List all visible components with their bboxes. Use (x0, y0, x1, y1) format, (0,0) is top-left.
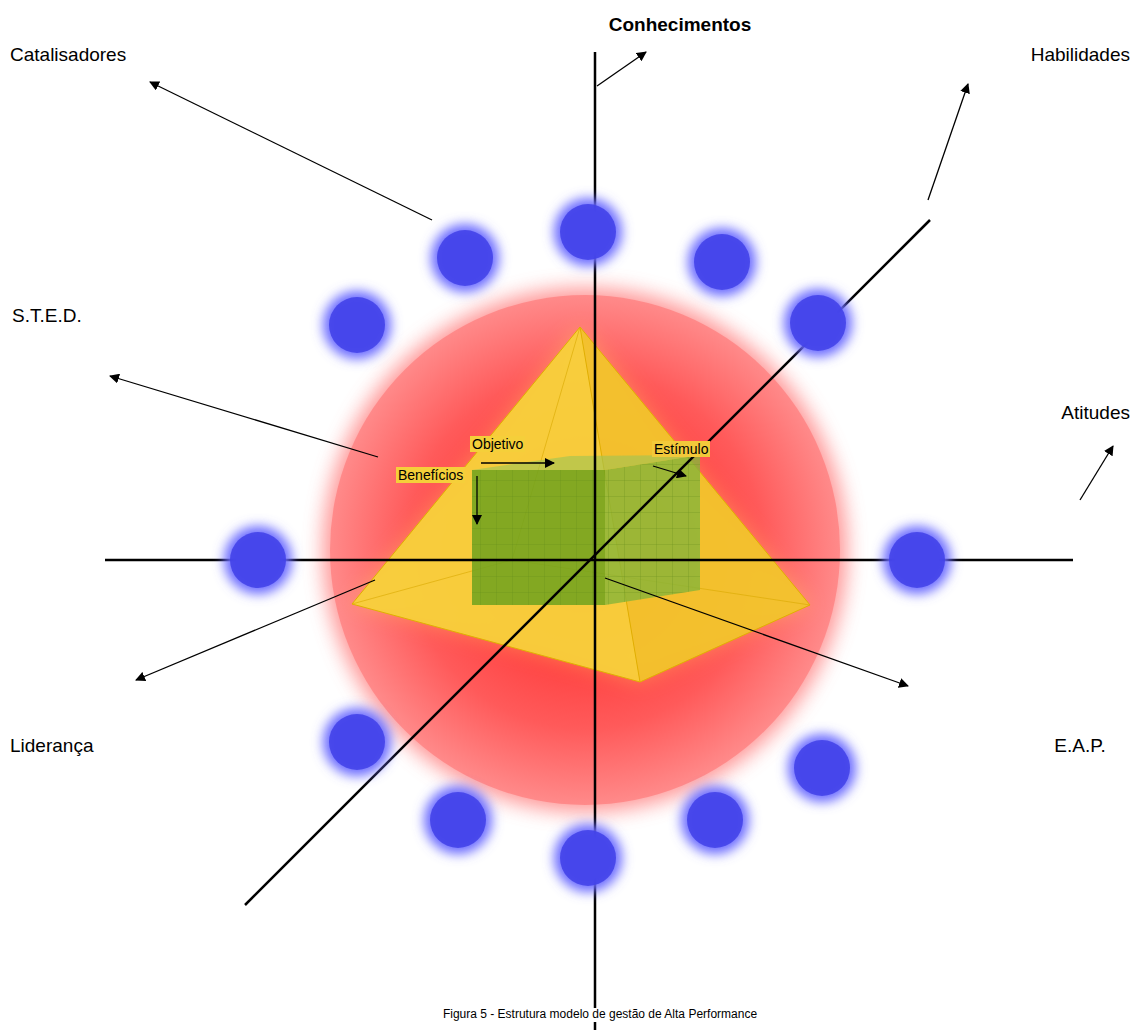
dot-glow (688, 228, 756, 296)
catalyst-dot (230, 532, 286, 588)
catalyst-dot (437, 230, 493, 286)
figure-caption: Figura 5 - Estrutura modelo de gestão de… (439, 1008, 761, 1022)
element-label: Benefícios (396, 467, 465, 483)
dot-glow (323, 291, 391, 359)
dot-glow (554, 824, 622, 892)
catalyst-dot (430, 792, 486, 848)
sphere (330, 295, 840, 805)
dot-glow (424, 786, 492, 854)
cube (472, 455, 700, 605)
catalyst-dot (694, 234, 750, 290)
catalyst-dot (790, 295, 846, 351)
axis-label: Atitudes (1061, 402, 1130, 424)
leader-arrows (110, 52, 1113, 686)
catalyst-dot (889, 532, 945, 588)
sphere-glow (323, 288, 847, 812)
catalyst-dot (560, 830, 616, 886)
dot-glow (554, 198, 622, 266)
catalyst-dot (687, 792, 743, 848)
dot-glow (431, 224, 499, 292)
region-label: S.T.E.D. (12, 305, 82, 327)
catalyst-dot (329, 297, 385, 353)
region-label: Liderança (10, 735, 93, 757)
dot-glow (681, 786, 749, 854)
catalyst-dot (794, 740, 850, 796)
catalyst-dots (224, 198, 951, 892)
dot-glow (784, 289, 852, 357)
axes (105, 52, 1073, 1030)
dot-glow (323, 708, 391, 776)
dot-glow (788, 734, 856, 802)
region-label: E.A.P. (1054, 735, 1105, 757)
pyramid (352, 327, 810, 682)
catalyst-dot (560, 204, 616, 260)
axis-label: Habilidades (1031, 44, 1130, 66)
axis-label: Conhecimentos (609, 14, 752, 36)
dot-glow (883, 526, 951, 594)
element-label: Estímulo (652, 441, 710, 457)
catalyst-dot (329, 714, 385, 770)
dot-glow (224, 526, 292, 594)
element-label: Objetivo (470, 436, 525, 452)
region-label: Catalisadores (10, 44, 126, 66)
